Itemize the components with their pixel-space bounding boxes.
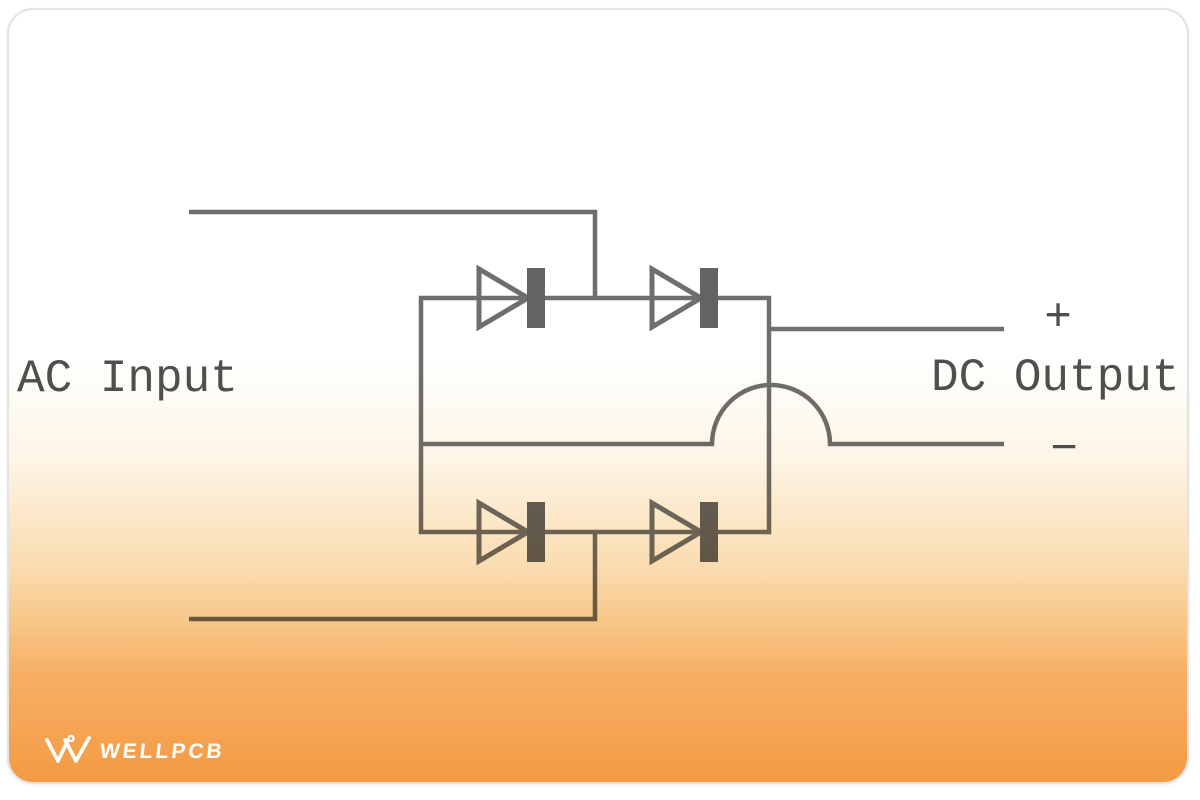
diode-bars: [527, 268, 718, 562]
diode-top-right-bar: [700, 268, 718, 328]
plus-label: +: [1044, 292, 1072, 344]
diode-top-right-triangle: [649, 264, 706, 332]
bridge-rectifier-diagram: AC Input DC Output + −: [17, 209, 1179, 622]
figure-card: AC Input DC Output + − WELLPCB: [7, 8, 1189, 784]
diagram-labels: AC Input DC Output + −: [17, 292, 1179, 476]
dc-output-label: DC Output: [931, 352, 1179, 404]
wellpcb-w-icon: [45, 734, 91, 763]
minus-label: −: [1050, 424, 1078, 476]
diode-bottom-left-bar: [527, 502, 545, 562]
diode-bottom-right-triangle: [649, 498, 706, 566]
wire-group: [189, 209, 1004, 622]
ac-bottom-wire: [189, 532, 598, 622]
minus-output-wire-with-hop: [421, 382, 1004, 447]
diode-top-left-triangle: [476, 264, 533, 332]
diode-triangles: [476, 264, 706, 566]
brand-name: WELLPCB: [98, 739, 226, 763]
ac-input-label: AC Input: [17, 353, 238, 405]
diode-bottom-left-triangle: [476, 498, 533, 566]
diode-bottom-right-bar: [700, 502, 718, 562]
diode-top-left-bar: [527, 268, 545, 328]
ac-top-wire: [189, 209, 598, 298]
wellpcb-logo: WELLPCB: [44, 734, 226, 766]
bridge-loop-wire: [418, 295, 772, 535]
